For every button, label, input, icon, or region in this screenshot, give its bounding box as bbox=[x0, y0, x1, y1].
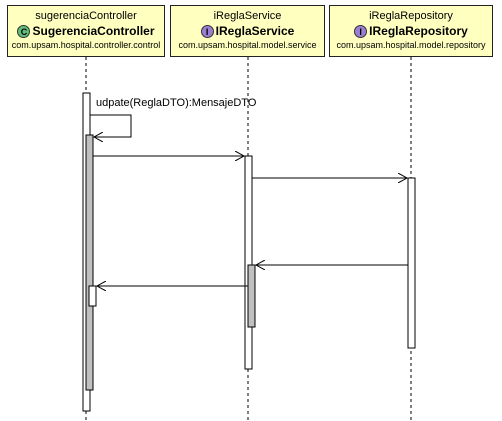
participant-instance-name: iReglaRepository bbox=[369, 10, 453, 22]
activation-service-outer[interactable] bbox=[244, 155, 253, 370]
class-stereotype-icon: C bbox=[17, 24, 31, 38]
participant-class-name: SugerenciaController bbox=[32, 24, 155, 38]
participant-ireglarepository[interactable]: iReglaRepository I IReglaRepository com.… bbox=[329, 5, 493, 57]
activation-repository[interactable] bbox=[407, 177, 416, 349]
participant-ireglaservice[interactable]: iReglaService I IReglaService com.upsam.… bbox=[170, 5, 325, 57]
interface-stereotype-icon: I bbox=[200, 24, 214, 38]
participant-class-name: IReglaService bbox=[215, 24, 295, 38]
self-message-arrow[interactable] bbox=[90, 114, 132, 137]
participant-sugerencia-controller[interactable]: sugerenciaController C SugerenciaControl… bbox=[7, 5, 165, 57]
participant-class: C SugerenciaController bbox=[8, 23, 164, 39]
participant-instance-name: sugerenciaController bbox=[35, 10, 137, 22]
participant-package: com.upsam.hospital.model.service bbox=[178, 40, 317, 50]
activation-controller-self[interactable] bbox=[85, 134, 94, 391]
message-label-udpate: udpate(ReglaDTO):MensajeDTO bbox=[96, 97, 257, 109]
participant-class: I IReglaService bbox=[171, 23, 324, 39]
interface-stereotype-icon: I bbox=[354, 24, 368, 38]
activation-controller-return[interactable] bbox=[88, 285, 97, 307]
participant-package: com.upsam.hospital.model.repository bbox=[336, 40, 486, 50]
participant-class-name: IReglaRepository bbox=[369, 24, 468, 38]
participant-class: I IReglaRepository bbox=[330, 23, 492, 39]
activation-service-inner[interactable] bbox=[247, 264, 256, 328]
participant-package: com.upsam.hospital.controller.control bbox=[11, 40, 161, 50]
participant-instance-name: iReglaService bbox=[213, 10, 282, 22]
